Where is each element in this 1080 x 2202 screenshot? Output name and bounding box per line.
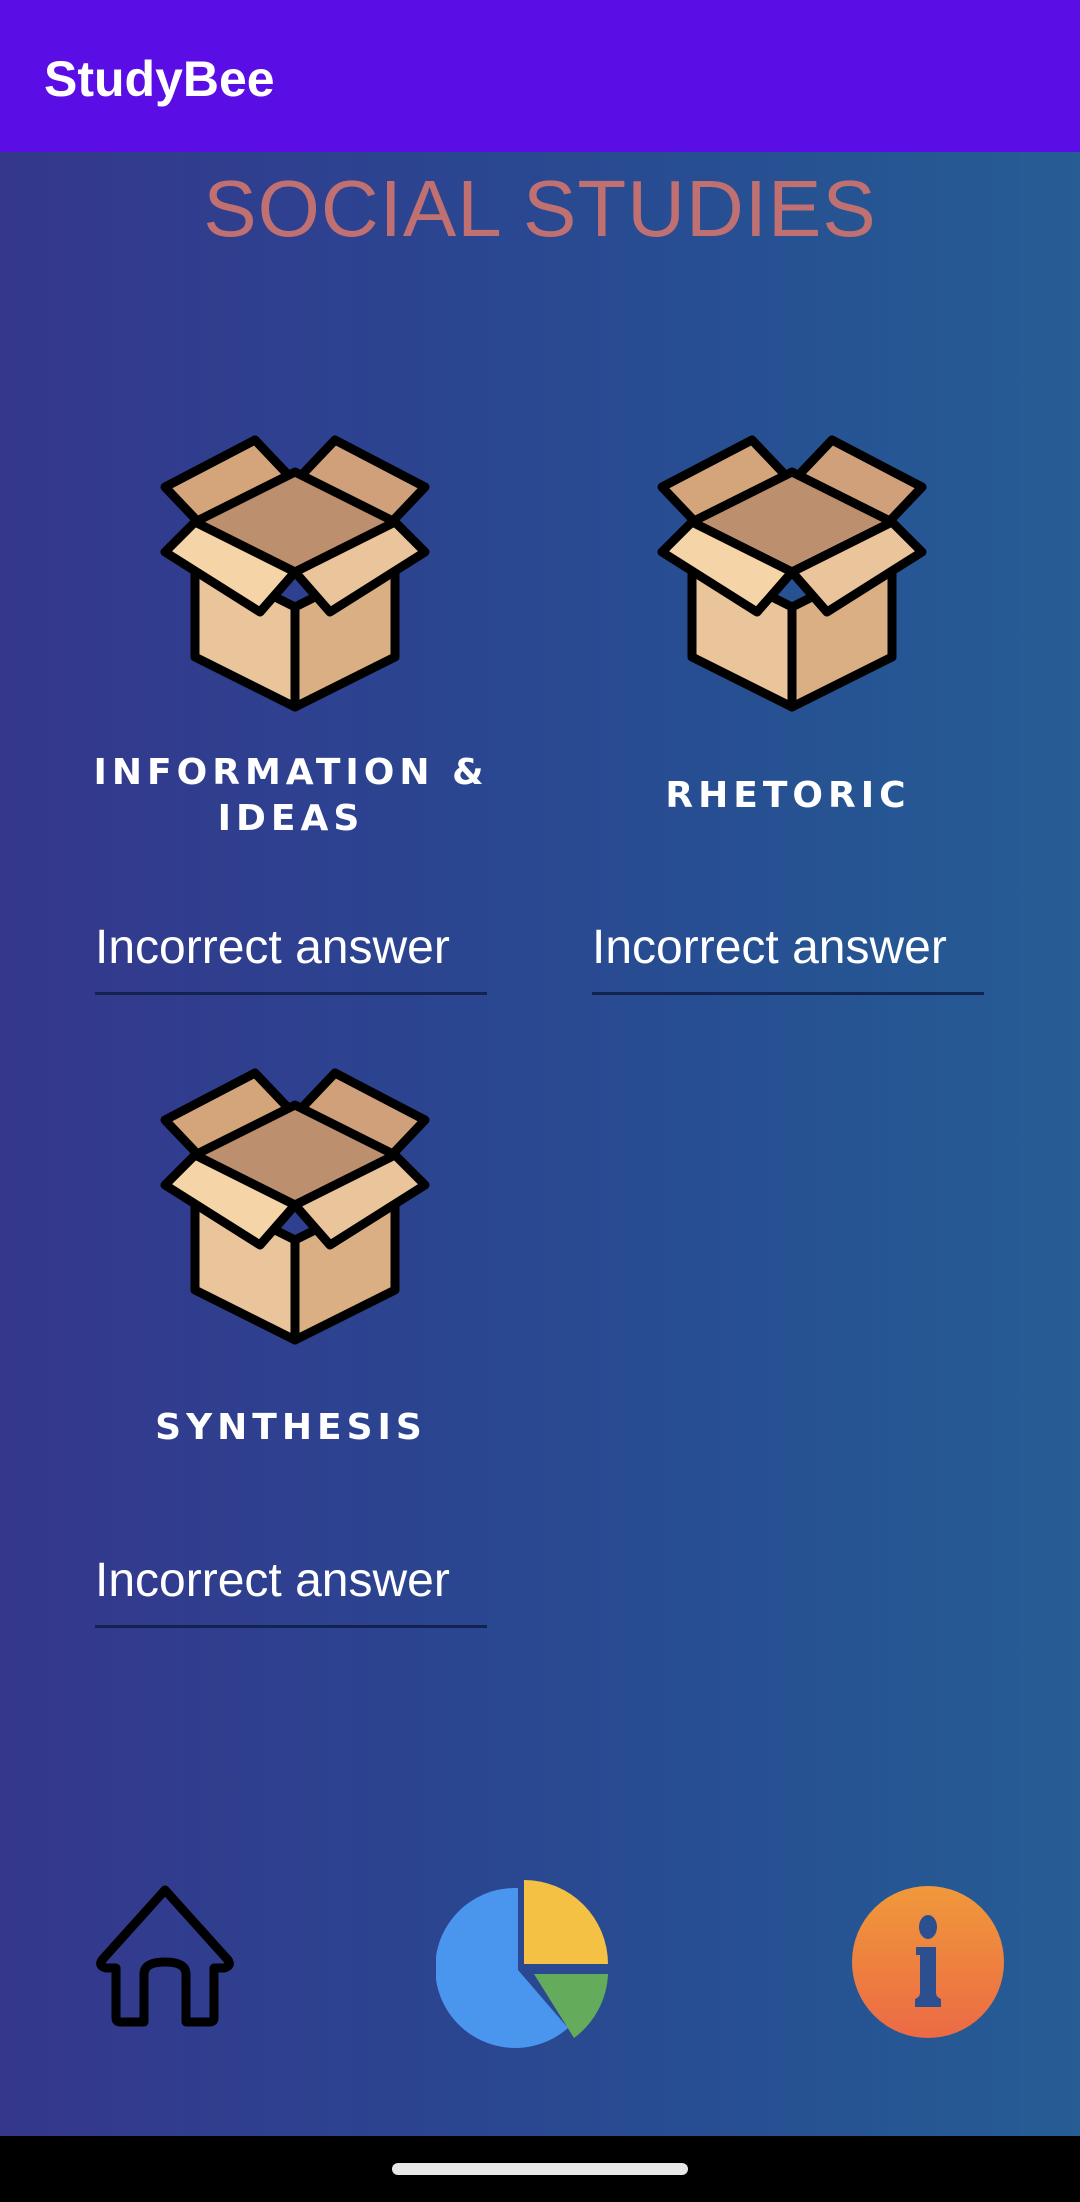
- topic-label: INFORMATION & IDEAS: [93, 752, 489, 839]
- open-box-icon[interactable]: [155, 432, 435, 712]
- app-title: StudyBee: [44, 51, 275, 107]
- topic-label: SYNTHESIS: [155, 1407, 427, 1448]
- answer-field[interactable]: Incorrect answer: [592, 921, 947, 974]
- page-title: SOCIAL STUDIES: [203, 164, 877, 253]
- home-gesture-handle[interactable]: [392, 2163, 688, 2175]
- answer-field[interactable]: Incorrect answer: [95, 921, 450, 974]
- home-icon[interactable]: [94, 1882, 236, 2028]
- info-icon[interactable]: [851, 1885, 1005, 2039]
- answer-field[interactable]: Incorrect answer: [95, 1554, 450, 1607]
- topic-label: RHETORIC: [665, 775, 911, 816]
- answer-field-underline: [95, 992, 487, 995]
- app-bar: StudyBee: [0, 0, 1080, 152]
- system-navigation-bar: [0, 2136, 1080, 2202]
- pie-chart-icon[interactable]: [436, 1878, 612, 2054]
- open-box-icon[interactable]: [652, 432, 932, 712]
- answer-field-underline: [592, 992, 984, 995]
- open-box-icon[interactable]: [155, 1065, 435, 1345]
- answer-field-underline: [95, 1625, 487, 1628]
